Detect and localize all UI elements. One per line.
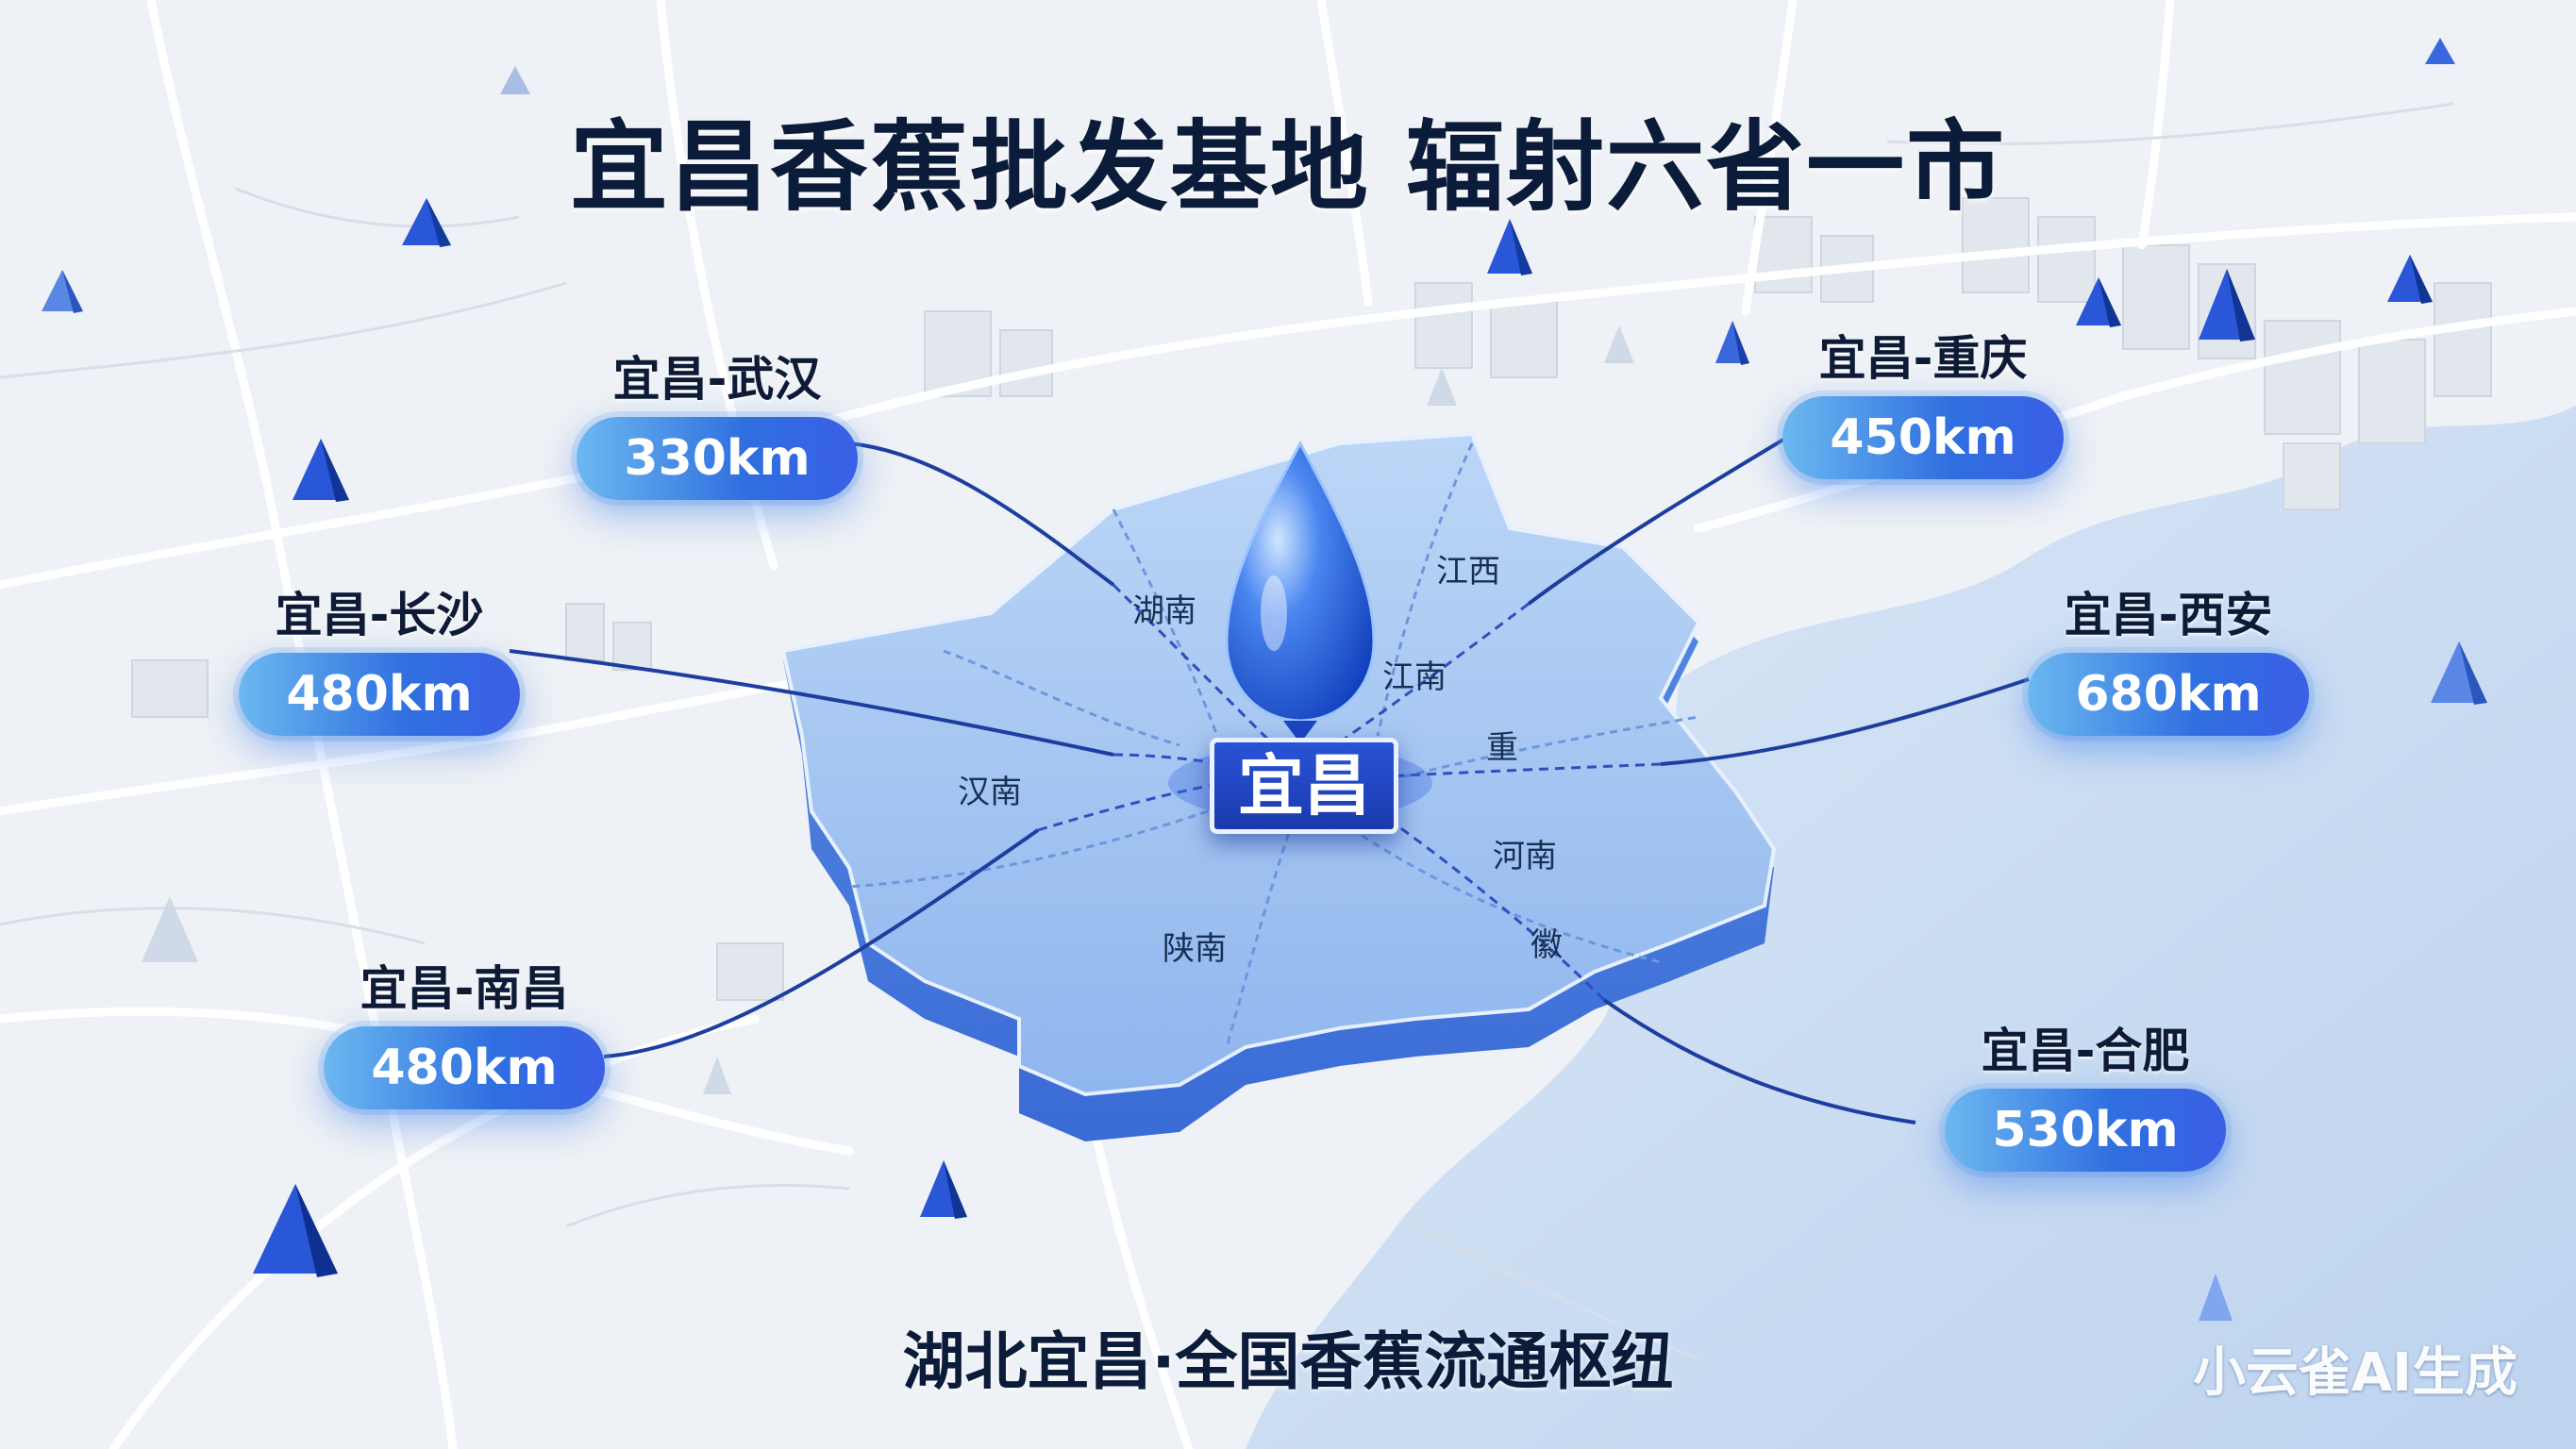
pyramid-icon bbox=[1487, 219, 1532, 275]
province-label-hunan: 湖南 bbox=[1132, 592, 1196, 630]
route-name: 宜昌-南昌 bbox=[360, 961, 569, 1016]
route-distance: 480km bbox=[239, 653, 520, 736]
pyramid-icon bbox=[2387, 255, 2433, 304]
watermark: 小云雀AI生成 bbox=[2192, 1342, 2517, 1404]
province-label-jiangnan: 江南 bbox=[1382, 658, 1447, 696]
route-name: 宜昌-重庆 bbox=[1818, 331, 2028, 386]
pyramid-icon bbox=[1427, 368, 1457, 406]
pyramid-icon bbox=[500, 66, 530, 94]
pyramid-icon bbox=[1715, 321, 1749, 365]
route-distance: 450km bbox=[1782, 396, 2064, 479]
province-label-zhong: 重 bbox=[1486, 729, 1518, 767]
route-changsha: 宜昌-长沙 480km bbox=[219, 577, 540, 736]
route-name: 宜昌-长沙 bbox=[275, 588, 484, 642]
route-name: 宜昌-武汉 bbox=[612, 352, 822, 407]
pyramid-icon bbox=[2076, 277, 2121, 327]
route-chongqing: 宜昌-重庆 450km bbox=[1763, 321, 2083, 479]
province-label-hanan: 汉南 bbox=[958, 774, 1022, 811]
road-network-minor bbox=[0, 102, 2454, 1360]
route-distance: 530km bbox=[1945, 1089, 2226, 1172]
route-name: 宜昌-西安 bbox=[2064, 588, 2273, 642]
pyramid-icon bbox=[1604, 325, 1634, 363]
route-nanchang: 宜昌-南昌 480km bbox=[304, 951, 625, 1109]
route-xian: 宜昌-西安 680km bbox=[2008, 577, 2329, 736]
route-name: 宜昌-合肥 bbox=[1981, 1024, 2190, 1078]
province-label-jiangxi: 江西 bbox=[1436, 553, 1500, 591]
pyramid-icon bbox=[42, 270, 83, 313]
pyramid-icon bbox=[2199, 1274, 2233, 1321]
route-distance: 480km bbox=[324, 1026, 605, 1109]
province-label-henan: 河南 bbox=[1493, 838, 1557, 875]
yichang-drop-icon bbox=[1225, 440, 1376, 743]
center-city-label: 宜昌 bbox=[1210, 738, 1398, 834]
page-subtitle: 湖北宜昌·全国香蕉流通枢纽 bbox=[902, 1325, 1674, 1398]
province-borders bbox=[848, 442, 1699, 1048]
page-title: 宜昌香蕉批发基地 辐射六省一市 bbox=[569, 109, 2007, 225]
pyramid-icon bbox=[2431, 641, 2487, 705]
pyramid-icon bbox=[703, 1057, 731, 1094]
pyramid-icon bbox=[920, 1160, 967, 1219]
route-hefei: 宜昌-合肥 530km bbox=[1925, 1013, 2246, 1172]
pyramid-markers bbox=[42, 38, 2487, 1321]
pyramid-icon bbox=[142, 896, 198, 962]
route-distance: 330km bbox=[577, 417, 858, 500]
route-connectors bbox=[509, 432, 2030, 1124]
pyramid-icon bbox=[2199, 269, 2255, 341]
pyramid-icon bbox=[402, 198, 451, 247]
route-distance: 680km bbox=[2028, 653, 2309, 736]
pyramid-icon bbox=[293, 439, 349, 502]
province-label-hui: 徽 bbox=[1531, 926, 1563, 964]
route-wuhan: 宜昌-武汉 330km bbox=[557, 341, 878, 500]
pyramid-icon bbox=[253, 1184, 338, 1277]
pyramid-icon bbox=[2425, 38, 2455, 64]
province-label-shaanxi: 陕南 bbox=[1163, 930, 1227, 968]
